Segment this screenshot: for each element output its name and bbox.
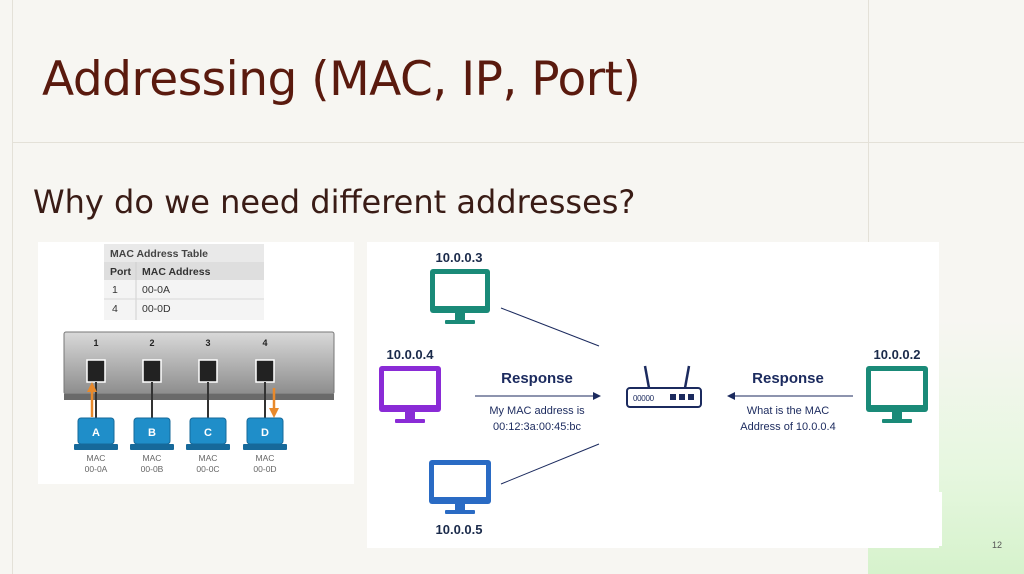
host-d-mac: 00-0D bbox=[253, 464, 276, 474]
frame-in-arrow bbox=[87, 382, 97, 417]
mac-table-header-port: Port bbox=[110, 266, 132, 278]
host-c: C bbox=[186, 417, 230, 450]
frame-out-arrow bbox=[269, 388, 279, 418]
left-pc-ip: 10.0.0.4 bbox=[387, 347, 435, 362]
right-response-heading: Response bbox=[752, 370, 824, 387]
right-response-text-2: Address of 10.0.0.4 bbox=[740, 421, 835, 433]
bottom-pc-ip: 10.0.0.5 bbox=[436, 522, 483, 537]
network-figure: 10.0.0.3 10.0.0.4 10.0.0.2 bbox=[367, 242, 939, 548]
switch-port-label-3: 3 bbox=[205, 338, 210, 348]
right-response-text-1: What is the MAC bbox=[747, 405, 830, 417]
white-patch bbox=[858, 492, 942, 546]
mac-table-caption-bg bbox=[104, 244, 264, 262]
right-pc-ip: 10.0.0.2 bbox=[874, 347, 921, 362]
host-a-mac: 00-0A bbox=[85, 464, 108, 474]
host-b: B bbox=[130, 417, 174, 450]
divider-horizontal-title bbox=[12, 142, 1024, 143]
host-a-letter: A bbox=[92, 427, 100, 439]
host-b-mac-label: MAC bbox=[143, 453, 162, 463]
mac-table-row-2-port: 4 bbox=[112, 303, 118, 315]
host-c-mac-label: MAC bbox=[199, 453, 218, 463]
page-number: 12 bbox=[991, 540, 1002, 550]
host-d: D bbox=[243, 417, 287, 450]
top-pc-ip: 10.0.0.3 bbox=[436, 250, 483, 265]
mac-table-header-mac: MAC Address bbox=[142, 266, 211, 278]
host-b-mac: 00-0B bbox=[141, 464, 164, 474]
slide-title: Addressing (MAC, IP, Port) bbox=[42, 52, 641, 107]
link-top-pc bbox=[500, 307, 600, 347]
link-bottom-pc bbox=[500, 443, 600, 485]
router-display: 00000 bbox=[633, 394, 655, 403]
host-d-letter: D bbox=[261, 427, 269, 439]
left-response-text-2: 00:12:3a:00:45:bc bbox=[493, 421, 582, 433]
host-a-mac-label: MAC bbox=[87, 453, 106, 463]
host-c-letter: C bbox=[204, 427, 212, 439]
switch-figure: MAC Address Table Port MAC Address 1 00-… bbox=[38, 242, 354, 484]
switch-base bbox=[64, 394, 334, 400]
host-a: A bbox=[74, 417, 118, 450]
switch-port-label-4: 4 bbox=[262, 338, 267, 348]
left-pc-icon bbox=[379, 366, 441, 423]
switch-port-4 bbox=[255, 359, 275, 383]
mac-table-caption: MAC Address Table bbox=[110, 248, 208, 260]
top-pc-icon bbox=[430, 269, 490, 324]
switch-port-1 bbox=[86, 359, 106, 383]
host-b-letter: B bbox=[148, 427, 156, 439]
host-d-mac-label: MAC bbox=[256, 453, 275, 463]
switch-port-3 bbox=[198, 359, 218, 383]
bottom-pc-icon bbox=[429, 460, 491, 514]
host-c-mac: 00-0C bbox=[196, 464, 219, 474]
mac-table-row-1-mac: 00-0A bbox=[142, 284, 170, 296]
switch-port-label-2: 2 bbox=[149, 338, 154, 348]
slide-subtitle: Why do we need different addresses? bbox=[33, 183, 636, 221]
mac-table-row-1-port: 1 bbox=[112, 284, 118, 296]
left-response-text-1: My MAC address is bbox=[489, 405, 585, 417]
left-arrow bbox=[475, 392, 601, 400]
switch-diagram: MAC Address Table Port MAC Address 1 00-… bbox=[63, 244, 335, 474]
mac-table-header-bg bbox=[104, 262, 264, 280]
router-icon bbox=[626, 365, 702, 408]
mac-address-table: MAC Address Table Port MAC Address 1 00-… bbox=[104, 244, 264, 320]
switch-port-label-1: 1 bbox=[93, 338, 98, 348]
mac-table-row-2-mac: 00-0D bbox=[142, 303, 171, 315]
right-arrow bbox=[727, 392, 853, 400]
network-diagram: 10.0.0.3 10.0.0.4 10.0.0.2 bbox=[379, 250, 928, 537]
divider-vertical-left bbox=[12, 0, 13, 574]
left-response-heading: Response bbox=[501, 370, 573, 387]
right-pc-icon bbox=[866, 366, 928, 423]
switch-port-2 bbox=[142, 359, 162, 383]
